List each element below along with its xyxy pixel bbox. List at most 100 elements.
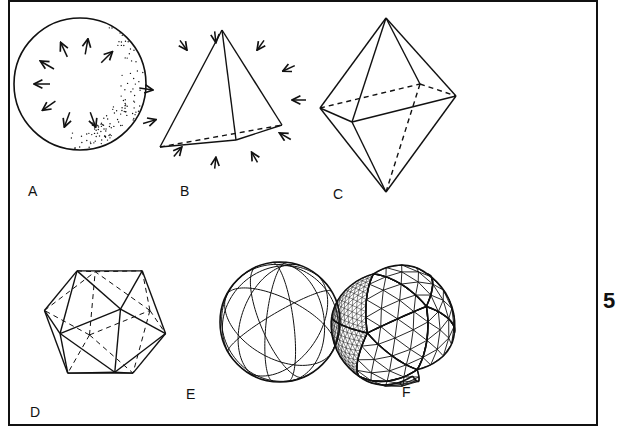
edge-line bbox=[352, 359, 353, 363]
octahedron-figure bbox=[320, 18, 456, 192]
edge-line bbox=[352, 307, 357, 311]
edge-line bbox=[332, 324, 333, 330]
force-arrow bbox=[252, 152, 258, 162]
edge-line bbox=[348, 305, 352, 309]
stipple-dot bbox=[108, 135, 109, 136]
edge-line bbox=[345, 348, 347, 352]
geodesic-edge bbox=[426, 274, 432, 307]
edge-line bbox=[345, 332, 347, 337]
edge-line bbox=[344, 295, 347, 297]
stipple-dot bbox=[119, 32, 120, 33]
stipple-dot bbox=[86, 133, 87, 134]
geodesic-edge bbox=[427, 274, 455, 333]
edge-line bbox=[413, 322, 428, 330]
stipple-dot bbox=[90, 141, 91, 142]
stipple-dot bbox=[133, 118, 134, 119]
stipple-dot bbox=[133, 50, 134, 51]
sphere-figure bbox=[14, 18, 146, 150]
edge-line bbox=[358, 359, 374, 360]
force-arrow bbox=[174, 147, 182, 156]
hidden-edge bbox=[386, 84, 420, 192]
edge-line bbox=[60, 334, 115, 373]
edge-line bbox=[351, 344, 353, 349]
edge-line bbox=[437, 349, 443, 356]
edge-line bbox=[320, 18, 386, 108]
edge-line bbox=[344, 357, 345, 361]
edge-line bbox=[222, 30, 236, 140]
stipple-dot bbox=[101, 139, 102, 140]
edge-line bbox=[352, 122, 386, 192]
edge-line bbox=[354, 340, 359, 341]
edge-line bbox=[348, 312, 352, 316]
edge-line bbox=[404, 365, 406, 377]
edge-line bbox=[352, 312, 353, 318]
edge-line bbox=[337, 338, 339, 344]
edge-line bbox=[348, 316, 350, 322]
stipple-dot bbox=[121, 107, 122, 108]
edge-line bbox=[357, 314, 362, 316]
edge-line bbox=[344, 310, 348, 315]
edge-line bbox=[345, 321, 349, 323]
force-arrow bbox=[42, 101, 55, 110]
edge-line bbox=[342, 342, 343, 347]
edge-line bbox=[389, 356, 392, 371]
edge-line bbox=[340, 329, 342, 335]
edge-line bbox=[361, 285, 365, 287]
edge-line bbox=[352, 305, 353, 311]
edge-line bbox=[142, 271, 165, 334]
stipple-dot bbox=[125, 104, 126, 105]
geodesic-edge bbox=[332, 317, 368, 333]
figure-letter: C bbox=[333, 187, 343, 201]
edge-line bbox=[320, 108, 386, 192]
edge-line bbox=[348, 310, 352, 312]
edge-line bbox=[336, 311, 338, 316]
edge-line bbox=[343, 337, 345, 342]
geodesic-edge bbox=[417, 306, 428, 369]
great-circle bbox=[272, 263, 295, 382]
edge-line bbox=[357, 297, 362, 301]
great-circle bbox=[226, 288, 334, 348]
edge-line bbox=[386, 268, 402, 272]
edge-line bbox=[115, 309, 121, 372]
edge-line bbox=[402, 272, 418, 282]
edge-line bbox=[410, 340, 427, 349]
stipple-dot bbox=[98, 126, 99, 127]
stipple-dot bbox=[118, 41, 119, 42]
stipple-dot bbox=[95, 130, 96, 131]
great-circle bbox=[265, 262, 286, 381]
edge-line bbox=[374, 360, 389, 371]
edge-line bbox=[356, 301, 357, 307]
edge-line bbox=[358, 360, 372, 373]
geodesic-edge bbox=[373, 274, 426, 307]
stipple-dot bbox=[88, 147, 89, 148]
edge-line bbox=[358, 326, 363, 327]
edge-line bbox=[416, 282, 419, 295]
stipple-dot bbox=[121, 110, 122, 111]
stipple-dot bbox=[105, 136, 106, 137]
edge-line bbox=[352, 314, 356, 318]
edge-line bbox=[383, 284, 401, 290]
edge-line bbox=[392, 338, 395, 356]
edge-line bbox=[354, 335, 356, 340]
stipple-dot bbox=[125, 111, 126, 112]
edge-line bbox=[338, 318, 341, 320]
figure-letter: A bbox=[28, 184, 37, 198]
edge-line bbox=[361, 321, 363, 327]
geodesic-edge bbox=[426, 274, 432, 307]
stipple-dot bbox=[124, 105, 125, 106]
force-arrow bbox=[34, 83, 50, 85]
stipple-dot bbox=[81, 136, 82, 137]
edge-line bbox=[358, 321, 362, 325]
edge-line bbox=[338, 329, 340, 333]
stipple-dot bbox=[126, 106, 127, 107]
stipple-dot bbox=[97, 132, 98, 133]
edge-line bbox=[341, 307, 344, 308]
edge-line bbox=[340, 336, 342, 341]
edge-line bbox=[416, 295, 431, 296]
edge-line bbox=[438, 300, 443, 311]
stipple-dot bbox=[91, 134, 92, 135]
stipple-dot bbox=[75, 147, 76, 148]
stipple-dot bbox=[95, 140, 96, 141]
edge-line bbox=[423, 357, 431, 364]
